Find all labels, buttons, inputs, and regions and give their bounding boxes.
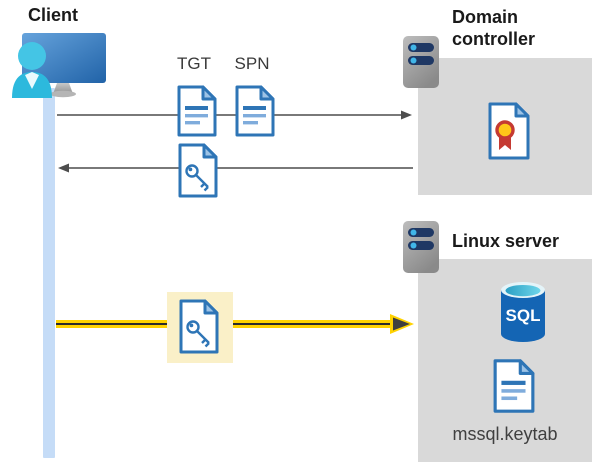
request-arrow	[57, 110, 412, 120]
monitor-screen	[22, 33, 106, 83]
certificate-seal	[495, 120, 515, 140]
sql-database-icon: SQL	[501, 282, 545, 342]
spn-label: SPN	[234, 54, 270, 73]
client-label: Client	[28, 5, 79, 25]
domain-controller-server-icon	[403, 36, 439, 88]
arrowhead-right-icon	[401, 110, 412, 120]
keytab-auth-arrow	[56, 314, 414, 334]
key-glyph	[185, 164, 209, 192]
certificate-icon	[488, 102, 530, 160]
domain-controller-label: Domain controller	[452, 7, 536, 49]
key-glyph	[186, 320, 210, 348]
client-computer-icon	[12, 33, 106, 98]
keytab-filename-label: mssql.keytab	[452, 424, 558, 444]
client-lifeline	[43, 88, 55, 458]
keytab-file-icon	[493, 359, 535, 413]
spn-ticket-document-icon	[235, 85, 275, 137]
person-collar	[25, 72, 39, 89]
person-head	[18, 42, 46, 70]
response-arrow	[58, 163, 413, 173]
yellow-arrowhead-icon	[393, 317, 410, 331]
highlighted-key-document-icon	[179, 299, 219, 354]
linux-server-label: Linux server	[452, 231, 560, 251]
key-ticket-document-icon	[178, 143, 218, 198]
tgt-ticket-document-icon	[177, 85, 217, 137]
tgt-label: TGT	[177, 54, 211, 73]
monitor-base	[50, 90, 76, 98]
arrowhead-left-icon	[58, 163, 69, 173]
sql-badge-text: SQL	[506, 306, 541, 325]
linux-server-icon	[403, 221, 439, 273]
